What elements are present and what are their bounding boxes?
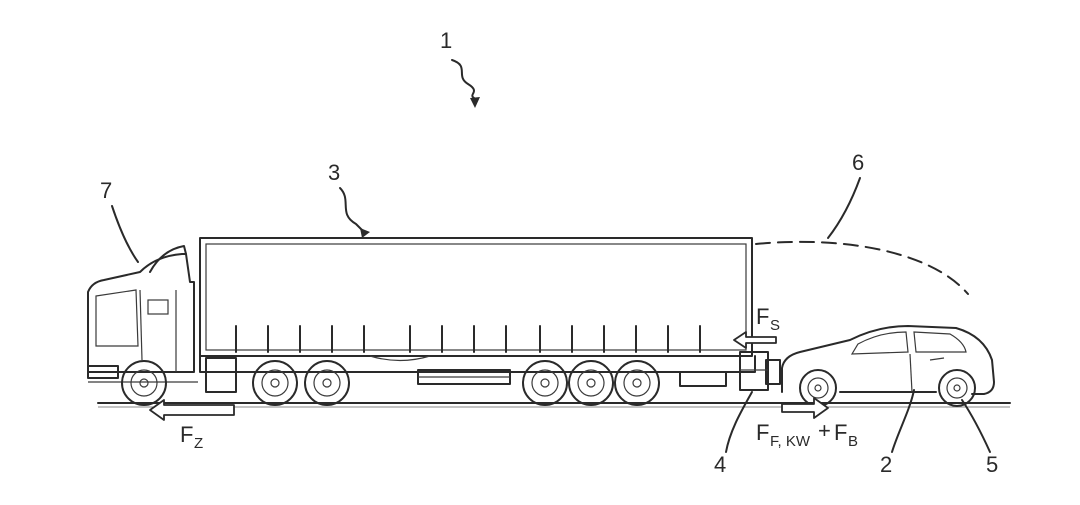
label-3: 3 (328, 160, 340, 185)
label-fs-sub: S (770, 317, 780, 334)
label-ff-main: F (756, 420, 769, 445)
force-arrow-fs: F S (733, 304, 780, 349)
label-fb-sub: B (848, 433, 858, 450)
label-plus: + (818, 418, 831, 443)
reference-3: 3 (328, 160, 370, 238)
label-fs-main: F (756, 304, 769, 329)
reference-5: 5 (961, 399, 998, 477)
wheel-group (121, 360, 660, 406)
passenger-car (781, 325, 995, 407)
label-fz-sub: Z (194, 435, 203, 452)
reference-7: 7 (100, 178, 139, 263)
reference-4: 4 (714, 391, 753, 477)
air-deflector (755, 240, 969, 295)
label-5: 5 (986, 452, 998, 477)
force-arrow-fz: F Z (149, 399, 235, 452)
label-4: 4 (714, 452, 726, 477)
reference-1: 1 (440, 28, 480, 108)
trailer (199, 237, 756, 393)
label-fz-main: F (180, 422, 193, 447)
trailer-posts (235, 325, 701, 353)
tractor-cab (87, 245, 198, 383)
rear-coupling (739, 351, 781, 391)
label-1: 1 (440, 28, 452, 53)
label-2: 2 (880, 452, 892, 477)
label-ff-sub: F, KW (770, 433, 811, 450)
reference-2: 2 (880, 389, 915, 477)
label-fb-main: F (834, 420, 847, 445)
force-arrow-ff-fb: F F, KW + F B (756, 397, 858, 450)
reference-6: 6 (827, 150, 864, 239)
label-6: 6 (852, 150, 864, 175)
label-7: 7 (100, 178, 112, 203)
